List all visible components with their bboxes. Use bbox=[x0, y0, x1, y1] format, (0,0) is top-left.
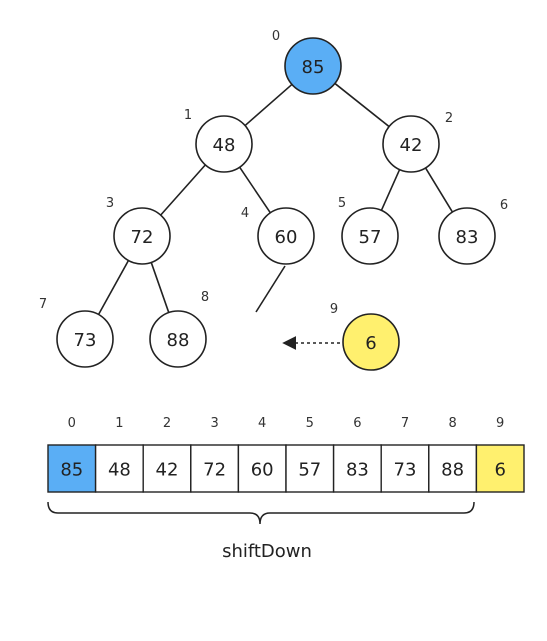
array-index-label: 2 bbox=[163, 416, 171, 431]
array-cell-6 bbox=[332, 444, 382, 493]
array-cell-8 bbox=[428, 444, 478, 493]
tree-node-value: 48 bbox=[213, 135, 236, 156]
tree-node-value: 73 bbox=[74, 330, 97, 351]
tree-node-9: 69 bbox=[330, 302, 400, 371]
array-cell-2 bbox=[142, 444, 192, 493]
tree-node-index-label: 9 bbox=[330, 302, 338, 317]
tree-node-index-label: 2 bbox=[445, 111, 453, 126]
tree-node-5: 57 5 bbox=[338, 196, 399, 265]
tree-node-7: 73 7 bbox=[39, 297, 114, 368]
tree-edge-1-3 bbox=[160, 164, 206, 216]
array-cell-value: 85 bbox=[60, 460, 83, 481]
array-cell-value: 88 bbox=[441, 460, 464, 481]
array-cell-value: 73 bbox=[394, 460, 417, 481]
array-cell-value: 83 bbox=[346, 460, 369, 481]
array-cell-value: 57 bbox=[298, 460, 321, 481]
tree-node-circle bbox=[56, 310, 114, 368]
array-index-label: 7 bbox=[401, 416, 409, 431]
array-cell-5 bbox=[285, 444, 335, 493]
tree-node-8: 888 bbox=[149, 290, 209, 368]
tree-node-value: 57 bbox=[359, 227, 382, 248]
array-brace bbox=[47, 501, 475, 525]
tree-node-value: 60 bbox=[275, 227, 298, 248]
array-cell-9 bbox=[475, 444, 525, 493]
tree-edge-3-8 bbox=[150, 262, 170, 313]
tree-node-index-label: 5 bbox=[338, 196, 346, 211]
tree-node-circle bbox=[284, 37, 342, 95]
tree-node-6: 83 6 bbox=[438, 198, 508, 265]
tree-edge-0-2 bbox=[334, 82, 390, 128]
array-cell-value: 6 bbox=[494, 460, 505, 481]
tree-node-index-label: 8 bbox=[201, 290, 209, 305]
tree-node-1: 48 1 bbox=[184, 108, 253, 173]
tree-node-circle bbox=[149, 310, 207, 368]
tree-node-index-label: 1 bbox=[184, 108, 192, 123]
array-index-label: 0 bbox=[68, 416, 76, 431]
tree-node-circle bbox=[257, 207, 315, 265]
tree-node-value: 85 bbox=[302, 57, 325, 78]
tree-node-circle bbox=[438, 207, 496, 265]
tree-node-value: 72 bbox=[131, 227, 154, 248]
tree-node-index-label: 3 bbox=[106, 196, 114, 211]
tree-node-circle bbox=[341, 207, 399, 265]
tree-node-index-label: 0 bbox=[272, 29, 280, 44]
array-cell-3 bbox=[190, 444, 240, 493]
tree-edge-2-6 bbox=[424, 167, 454, 213]
array-cell-7 bbox=[380, 444, 430, 493]
tree-node-circle bbox=[113, 207, 171, 265]
tree-edge-1-4 bbox=[238, 166, 272, 214]
tree-node-value: 42 bbox=[400, 135, 423, 156]
tree-node-0: 85 0 bbox=[272, 29, 342, 95]
array-cell-value: 48 bbox=[108, 460, 131, 481]
tree-node-index-label: 4 bbox=[241, 206, 249, 221]
array-cell-1 bbox=[94, 444, 144, 493]
tree-node-value: 83 bbox=[456, 227, 479, 248]
tree-node-circle bbox=[382, 115, 440, 173]
dangling-edge bbox=[255, 265, 286, 313]
tree-edge-3-7 bbox=[97, 260, 130, 315]
array-cell-value: 42 bbox=[156, 460, 179, 481]
array-cell-value: 72 bbox=[203, 460, 226, 481]
array-index-label: 5 bbox=[306, 416, 314, 431]
tree-edge-2-5 bbox=[380, 169, 401, 211]
array-cell-0 bbox=[47, 444, 97, 493]
tree-node-4: 60 4 bbox=[241, 206, 315, 265]
array-index-label: 9 bbox=[496, 416, 504, 431]
array-cell-4 bbox=[237, 444, 287, 493]
array-cell-value: 60 bbox=[251, 460, 274, 481]
array-index-label: 1 bbox=[115, 416, 123, 431]
tree-edge-0-1 bbox=[244, 83, 293, 127]
tree-node-circle bbox=[195, 115, 253, 173]
tree-node-circle bbox=[342, 313, 400, 371]
caption-shiftdown: shiftDown bbox=[222, 541, 312, 562]
array-index-label: 4 bbox=[258, 416, 266, 431]
tree-node-2: 42 2 bbox=[382, 111, 453, 173]
tree-node-index-label: 7 bbox=[39, 297, 47, 312]
tree-node-value: 6 bbox=[365, 333, 376, 354]
tree-edges bbox=[97, 82, 454, 315]
array-index-label: 6 bbox=[353, 416, 361, 431]
tree-node-index-label: 6 bbox=[500, 198, 508, 213]
tree-node-3: 72 3 bbox=[106, 196, 171, 265]
array-index-label: 8 bbox=[448, 416, 456, 431]
array-index-label: 3 bbox=[210, 416, 218, 431]
tree-node-value: 88 bbox=[167, 330, 190, 351]
